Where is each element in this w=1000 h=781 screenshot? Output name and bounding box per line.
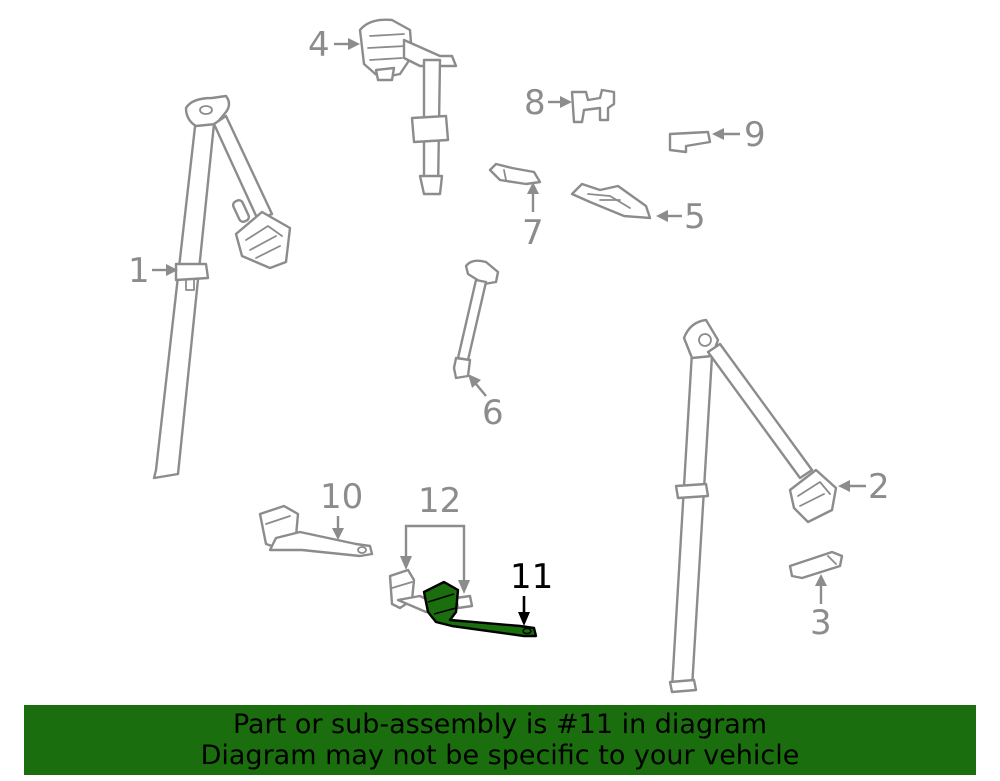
part-10-buckle[interactable] <box>258 504 374 558</box>
part-9-clip[interactable] <box>668 130 712 154</box>
svg-text:12: 12 <box>418 481 461 521</box>
notice-banner: Part or sub-assembly is #11 in diagram D… <box>24 705 976 775</box>
svg-text:8: 8 <box>524 83 546 123</box>
callout-4: 4 <box>308 25 360 65</box>
callout-11: 11 <box>510 557 553 626</box>
svg-text:11: 11 <box>510 557 553 597</box>
banner-line-1: Part or sub-assembly is #11 in diagram <box>232 709 768 740</box>
part-5-cover[interactable] <box>570 182 652 220</box>
callout-8: 8 <box>524 83 572 123</box>
svg-text:1: 1 <box>128 251 150 291</box>
part-6-adjuster-rod[interactable] <box>452 259 500 380</box>
svg-text:10: 10 <box>320 477 363 517</box>
callout-5: 5 <box>656 197 706 237</box>
svg-text:6: 6 <box>482 393 504 433</box>
banner-line-2: Diagram may not be specific to your vehi… <box>200 740 800 771</box>
part-7-clip[interactable] <box>488 162 542 186</box>
part-11-buckle-highlighted[interactable] <box>422 580 538 638</box>
callout-12: 12 <box>400 481 470 594</box>
svg-text:4: 4 <box>308 25 330 65</box>
svg-text:5: 5 <box>684 197 706 237</box>
callout-7: 7 <box>522 182 544 253</box>
part-4-center-retractor[interactable] <box>358 18 458 196</box>
callout-9: 9 <box>712 115 766 155</box>
callout-1: 1 <box>128 251 178 291</box>
callout-2: 2 <box>838 467 890 507</box>
part-8-bracket[interactable] <box>570 88 616 124</box>
svg-text:2: 2 <box>868 467 890 507</box>
callout-3: 3 <box>810 574 832 643</box>
svg-text:3: 3 <box>810 603 832 643</box>
svg-text:9: 9 <box>744 115 766 155</box>
callout-6: 6 <box>468 374 504 433</box>
part-3-bracket[interactable] <box>788 550 844 580</box>
part-2-seat-belt-right[interactable] <box>668 318 838 694</box>
callout-10: 10 <box>320 477 363 540</box>
part-1-seat-belt-left[interactable] <box>152 94 292 480</box>
svg-text:7: 7 <box>522 213 544 253</box>
